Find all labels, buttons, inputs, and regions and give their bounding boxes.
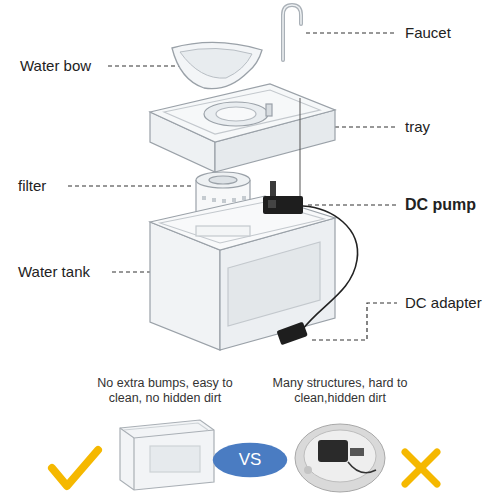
part-label: filter xyxy=(18,177,46,195)
clean-tank-photo xyxy=(120,420,214,490)
cross-mark xyxy=(405,452,437,484)
tray xyxy=(150,84,335,196)
part-label: Faucet xyxy=(405,24,451,42)
water-bowl xyxy=(172,42,262,88)
dc-pump xyxy=(263,181,303,214)
part-label: tray xyxy=(405,118,430,136)
faucet xyxy=(283,5,301,60)
leader-lines xyxy=(68,33,397,340)
part-label: DC pump xyxy=(405,195,476,214)
comparison-note: Many structures, hard to clean,hidden di… xyxy=(259,376,421,406)
part-label: Water tank xyxy=(18,263,90,281)
dc-adapter xyxy=(276,206,357,345)
check-mark xyxy=(52,450,98,486)
badge-text: VS xyxy=(239,450,262,470)
cluttered-bowl-photo xyxy=(295,424,385,492)
comparison-note: No extra bumps, easy to clean, no hidden… xyxy=(79,376,251,406)
vs-badge: VS xyxy=(212,442,288,478)
part-label: DC adapter xyxy=(405,294,482,312)
water-tank xyxy=(150,196,335,350)
part-label: Water bow xyxy=(20,57,91,75)
